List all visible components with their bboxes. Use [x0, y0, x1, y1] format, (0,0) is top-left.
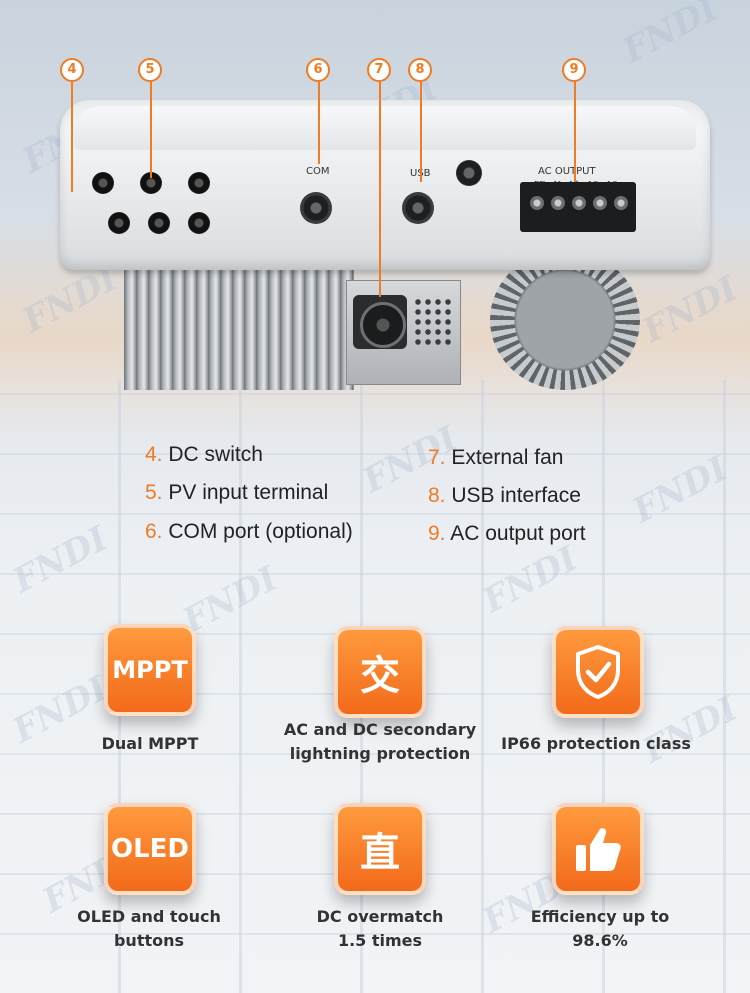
legend-item: 9. AC output port: [428, 522, 586, 546]
legend-text: PV input terminal: [168, 481, 329, 504]
fan-icon: [353, 295, 407, 349]
leader-line: [71, 82, 73, 192]
callout-4: 4: [60, 58, 84, 82]
mppt-icon: MPPT: [104, 624, 196, 716]
com-port-label: COM: [306, 166, 330, 177]
ac-icon: 交: [334, 626, 426, 718]
legend-number: 5.: [145, 481, 163, 504]
callout-5: 5: [138, 58, 162, 82]
thumbs-up-icon-svg: [576, 828, 621, 871]
legend-text: External fan: [451, 446, 564, 469]
pv-connector: [188, 172, 210, 194]
oled-icon: OLED: [104, 803, 196, 895]
vent-grille: [413, 297, 455, 347]
leader-line: [420, 82, 422, 182]
feature-label: Dual MPPT: [101, 734, 199, 753]
external-fan-box: [346, 280, 461, 385]
dc-icon-text: 直: [360, 830, 400, 876]
feature-label: IP66 protection class: [501, 734, 691, 753]
housing-top: [74, 106, 696, 150]
legend-number: 9.: [428, 522, 446, 545]
thumbs-up-icon: [552, 803, 644, 895]
callout-6: 6: [306, 58, 330, 82]
legend-item: 7. External fan: [428, 446, 563, 470]
inverter-housing: COM USB AC OUTPUT PE N L1 L2 L3: [60, 100, 710, 270]
legend-number: 8.: [428, 484, 446, 507]
shield-check-icon: [552, 626, 644, 718]
heatsink: [124, 270, 354, 390]
legend-text: USB interface: [451, 484, 581, 507]
usb-port: [402, 192, 434, 224]
pv-connector: [148, 212, 170, 234]
dc-icon: 直: [334, 803, 426, 895]
callout-9: 9: [562, 58, 586, 82]
legend-number: 4.: [145, 443, 163, 466]
pv-connector: [92, 172, 114, 194]
pv-connector: [108, 212, 130, 234]
blank-plug: [456, 160, 482, 186]
leader-line: [574, 82, 576, 182]
feature-label: Efficiency up to 98.6%: [530, 907, 670, 950]
feature-label: DC overmatch 1.5 times: [316, 907, 444, 950]
ac-icon-text: 交: [360, 653, 400, 699]
leader-line: [150, 82, 152, 178]
legend-item: 8. USB interface: [428, 484, 581, 508]
leader-line: [318, 82, 320, 164]
shield-check-icon-svg: [576, 645, 620, 699]
legend-text: COM port (optional): [168, 520, 353, 543]
com-port: [300, 192, 332, 224]
pv-connector: [188, 212, 210, 234]
ac-terminal-block: [520, 182, 636, 232]
ac-terminal-labels: PE N L1 L2 L3: [534, 180, 618, 189]
callout-8: 8: [408, 58, 432, 82]
legend-item: 4. DC switch: [145, 443, 263, 467]
ac-output-label: AC OUTPUT: [538, 166, 596, 177]
legend-item: 5. PV input terminal: [145, 481, 328, 505]
legend-text: AC output port: [450, 522, 586, 545]
callout-7: 7: [367, 58, 391, 82]
legend-text: DC switch: [168, 443, 263, 466]
leader-line: [379, 82, 381, 297]
pv-connector: [140, 172, 162, 194]
mppt-icon-text: MPPT: [112, 656, 188, 684]
legend-number: 7.: [428, 446, 446, 469]
watermark: FNDI: [616, 0, 725, 72]
feature-label: AC and DC secondary lightning protection: [283, 720, 477, 763]
inverter-device: COM USB AC OUTPUT PE N L1 L2 L3: [60, 100, 710, 400]
legend-item: 6. COM port (optional): [145, 520, 353, 544]
legend-number: 6.: [145, 520, 163, 543]
fan-housing: [490, 250, 640, 390]
oled-icon-text: OLED: [110, 834, 189, 864]
feature-label: OLED and touch buttons: [77, 907, 221, 950]
